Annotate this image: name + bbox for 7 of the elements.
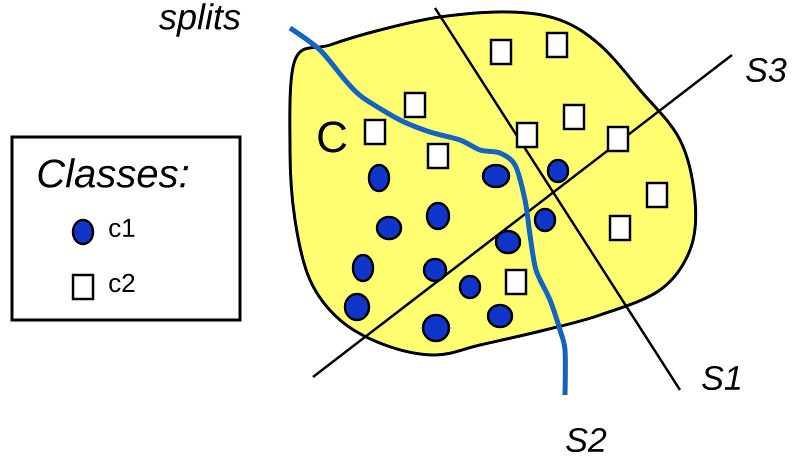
legend-label: c2 (109, 274, 134, 292)
split-label: S3 (746, 58, 786, 82)
legend-title: Classes: (38, 158, 188, 188)
heading-label: splits (159, 3, 240, 37)
split-label: S1 (702, 366, 740, 390)
legend-label: c1 (109, 218, 134, 238)
split-label: S2 (566, 428, 606, 452)
